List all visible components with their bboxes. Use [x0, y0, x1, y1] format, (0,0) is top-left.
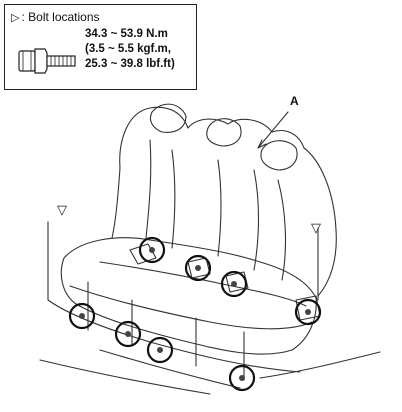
callout-a: A [290, 94, 299, 108]
seat-cushion [60, 237, 317, 355]
bolt-icon [18, 48, 76, 74]
bolt-circle-7 [294, 298, 322, 326]
bolt-circle-4 [68, 302, 96, 330]
marker-left: ▽ [57, 203, 67, 218]
headrest-right [260, 140, 298, 171]
bolt-circle-8 [228, 364, 256, 392]
legend-title: ▷: Bolt locations [11, 10, 100, 24]
bolt-circle-6 [146, 336, 174, 364]
torque-line-nm: 34.3 ~ 53.9 N.m [85, 28, 168, 40]
headrest-center [206, 118, 242, 147]
torque-line-lbfft: 25.3 ~ 39.8 lbf.ft) [85, 58, 175, 70]
bolt-legend-box: ▷: Bolt locations 34.3 ~ 53.9 N.m (3.5 ~… [4, 4, 197, 90]
bolt-circle-1 [138, 236, 166, 264]
bolt-circle-3 [220, 270, 248, 298]
bolt-circle-5 [114, 320, 142, 348]
marker-right: ▽ [311, 221, 321, 236]
torque-spec: 34.3 ~ 53.9 N.m (3.5 ~ 5.5 kgf.m, 25.3 ~… [85, 27, 175, 72]
headrest-left [149, 103, 187, 133]
bolt-circle-2 [184, 254, 212, 282]
seat-back [119, 106, 337, 297]
torque-line-kgfm: (3.5 ~ 5.5 kgf.m, [85, 43, 171, 55]
legend-title-text: : Bolt locations [21, 10, 100, 24]
legend-symbol: ▷ [11, 12, 20, 24]
